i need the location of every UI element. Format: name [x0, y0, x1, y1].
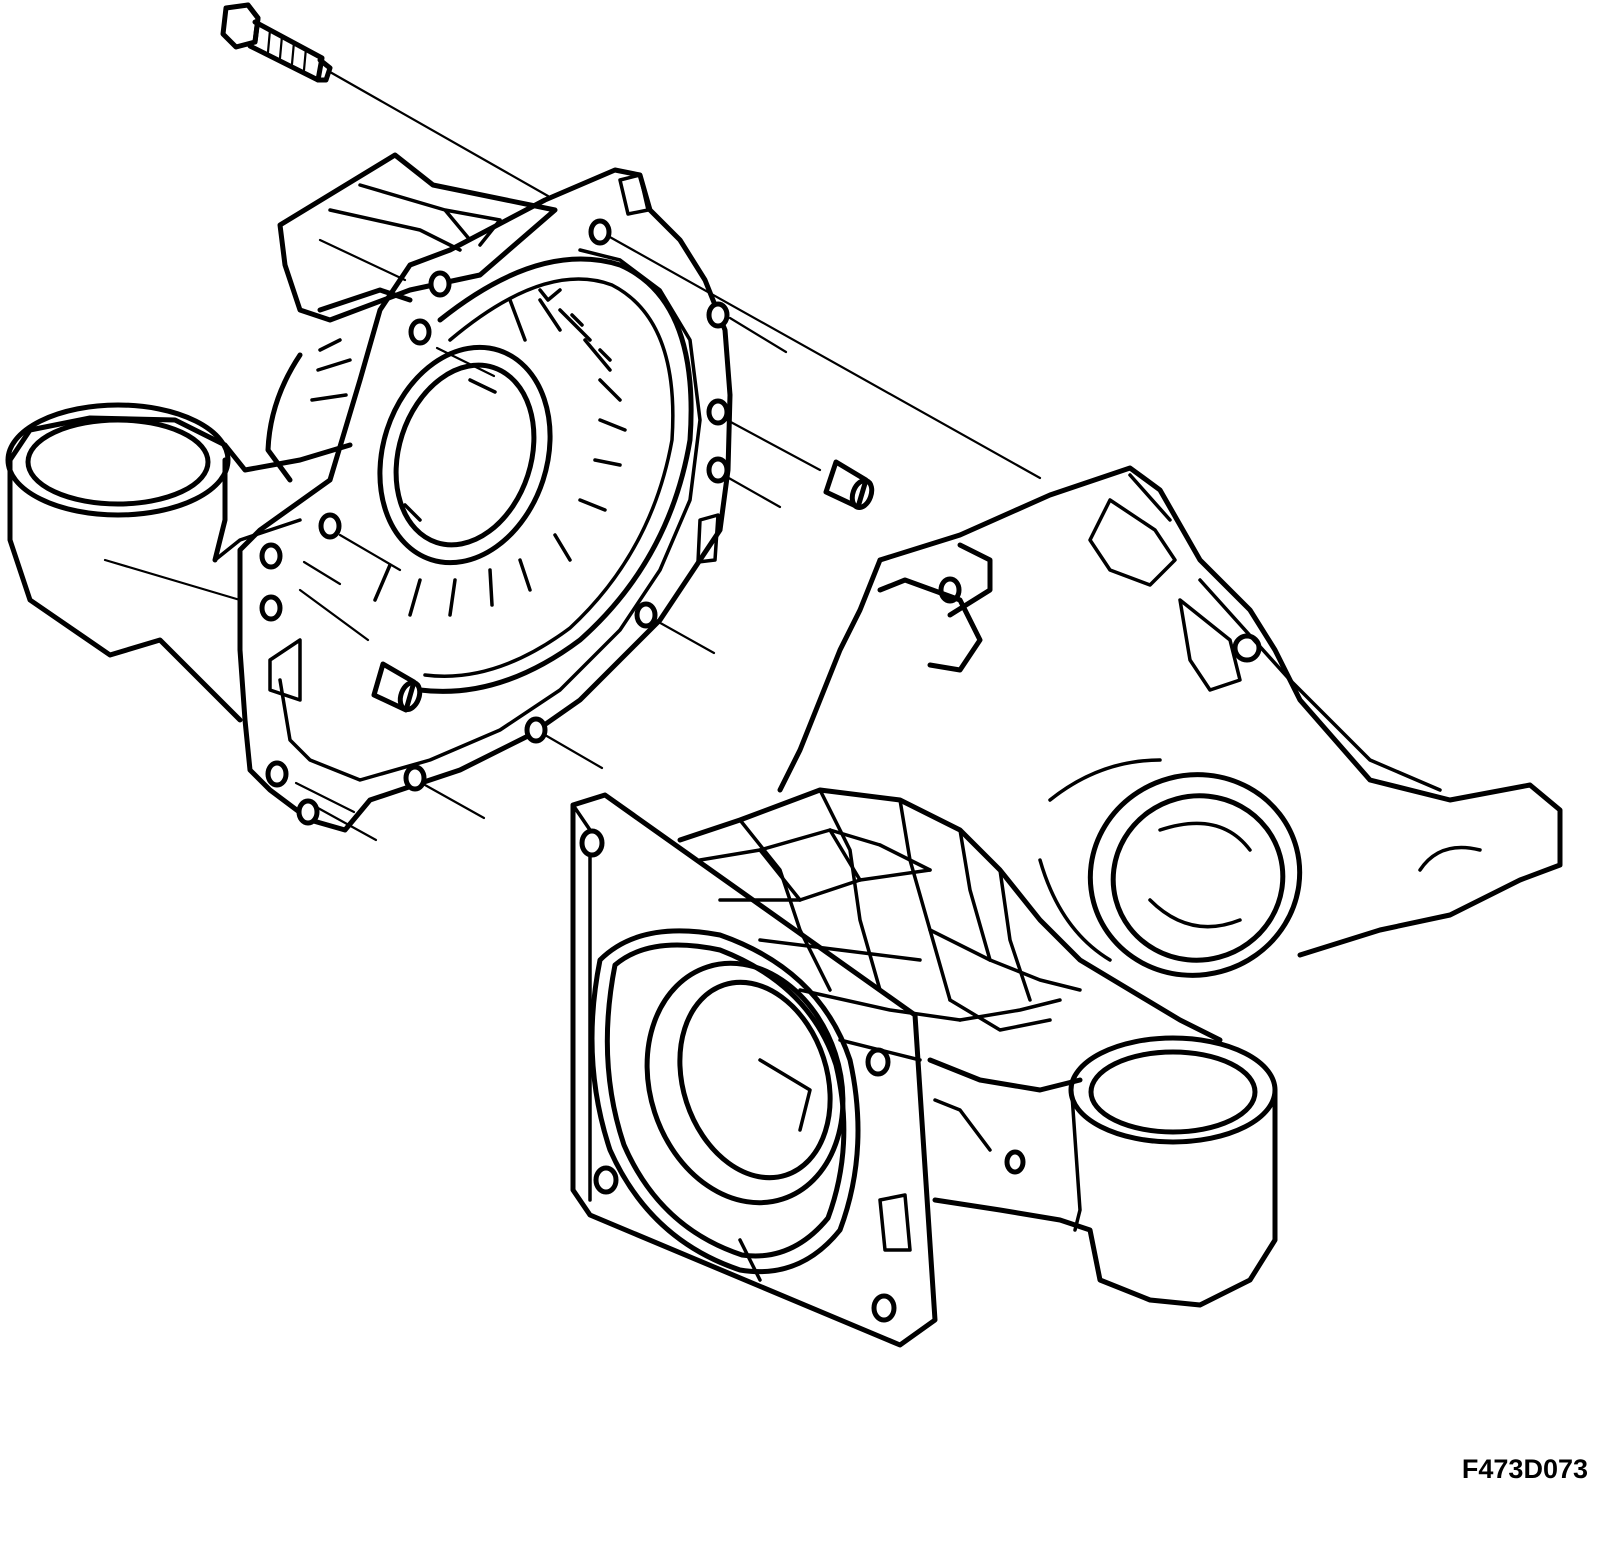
housing-body [570, 465, 1563, 1348]
bolt [220, 2, 333, 83]
dowel-pin [823, 459, 875, 511]
figure-code: F473D073 [1462, 1454, 1588, 1484]
housing-cover [5, 152, 733, 833]
dowel-pin [371, 661, 423, 713]
